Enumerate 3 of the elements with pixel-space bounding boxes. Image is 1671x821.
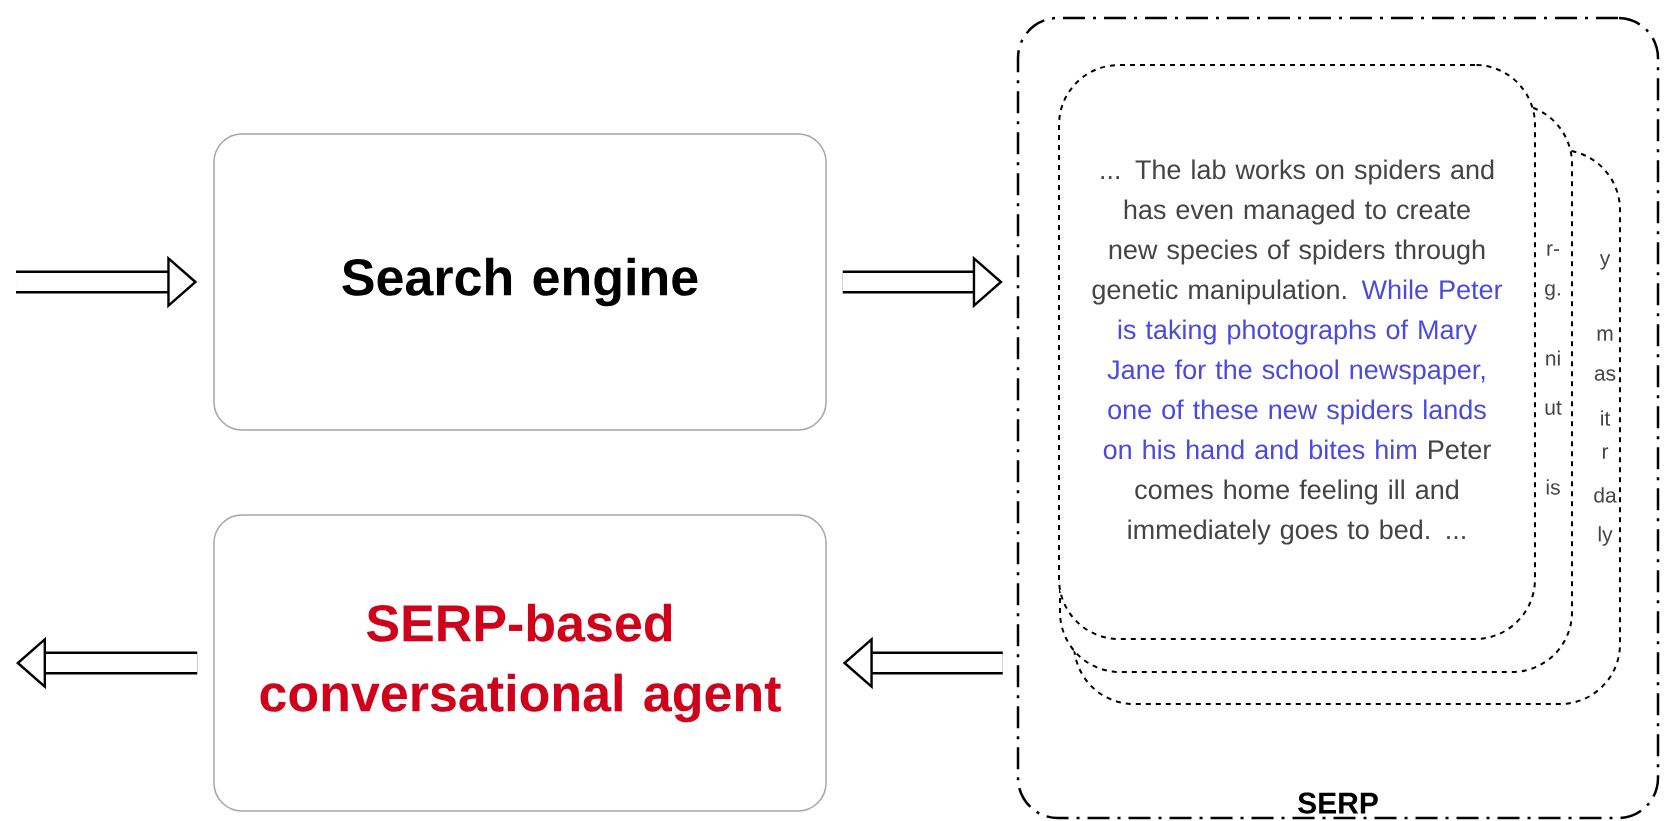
process-box: SERP-based conversational agent	[213, 514, 827, 812]
process-box: Search engine	[213, 133, 827, 431]
result-card: ... The lab works on spiders and has even managed to create new species of spiders through genetic manipulation. While Peter is taking photographs of Mary Jane for the school newspaper, one of these new spiders lands on his hand and bites him Peter comes home feeling ill and immediately goes to bed. ...	[1058, 64, 1536, 640]
